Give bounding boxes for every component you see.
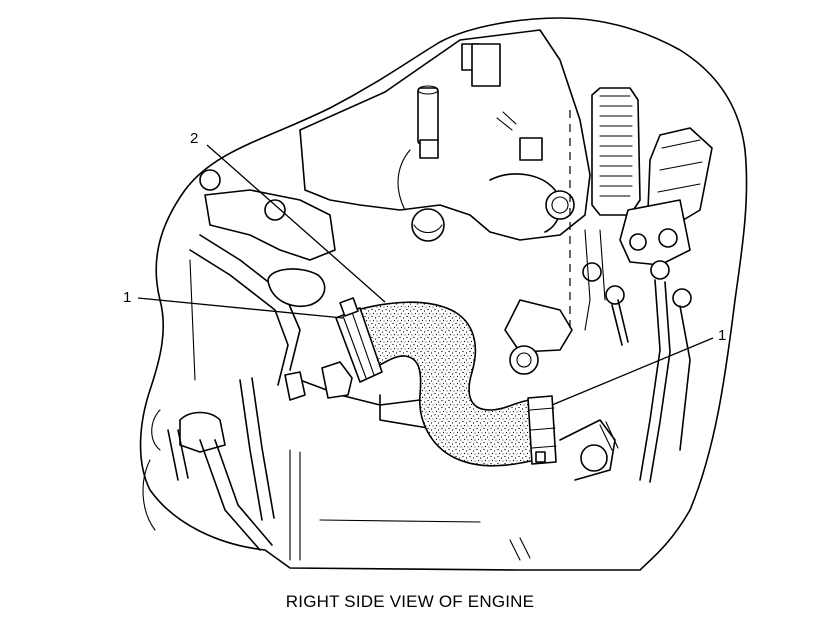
solenoid-actuator (582, 127, 713, 483)
hose-clamp-lower (527, 395, 557, 465)
cylinder-head (299, 29, 591, 242)
connector-pin (629, 233, 647, 251)
engine-outline (139, 17, 748, 571)
boss (411, 208, 445, 242)
boss (199, 169, 221, 191)
callout-label-clamp-upper: 1 (123, 289, 131, 306)
leader-line-hose (206, 144, 386, 303)
leader-line-clamp-upper (137, 297, 344, 319)
stud (417, 87, 439, 145)
pulley (569, 87, 641, 330)
leader-line-clamp-lower (551, 337, 714, 406)
callout-label-clamp-lower: 1 (718, 327, 726, 344)
hose-clamp-upper (335, 297, 383, 383)
boss (545, 190, 575, 220)
boss (580, 444, 608, 472)
boss (509, 345, 539, 375)
callout-label-hose: 2 (190, 130, 198, 147)
leader-lines (137, 144, 714, 406)
left-pipes (142, 169, 353, 551)
diagram-caption: RIGHT SIDE VIEW OF ENGINE (285, 592, 535, 611)
bolt-head (519, 137, 543, 161)
connector-pin (658, 228, 678, 248)
hose-clamp-ring (267, 268, 326, 307)
